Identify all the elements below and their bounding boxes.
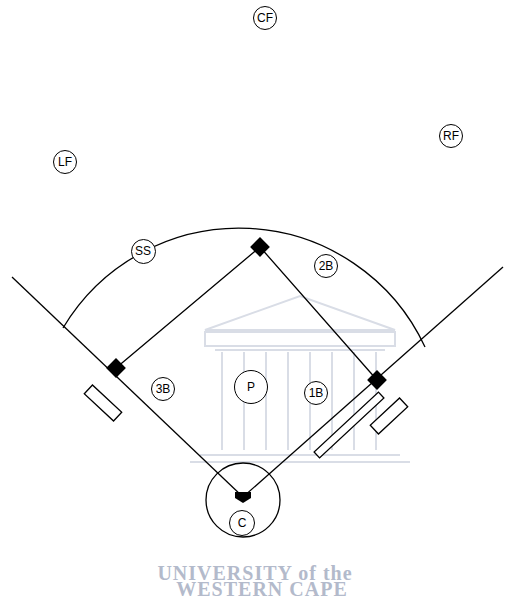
position-label: 1B	[309, 387, 324, 399]
field-lines	[12, 228, 503, 537]
position-label: CF	[257, 12, 273, 24]
watermark-text: WESTERN CAPE	[176, 578, 347, 601]
base-paths	[116, 247, 377, 380]
center-fielder-circle: CF	[253, 6, 277, 30]
coach-box	[84, 385, 121, 421]
catcher-circle: C	[229, 510, 255, 536]
right-foul-line	[243, 267, 503, 497]
third-baseman-circle: 3B	[151, 377, 175, 401]
right-fielder-circle: RF	[439, 124, 463, 148]
position-label: SS	[135, 245, 151, 257]
position-label: C	[238, 517, 247, 529]
second-baseman-circle: 2B	[314, 254, 338, 278]
position-label: LF	[58, 156, 72, 168]
first-base	[367, 370, 387, 390]
left-foul-line	[12, 277, 243, 497]
shortstop-circle: SS	[131, 239, 156, 264]
position-label: 2B	[319, 260, 334, 272]
runner-lane	[314, 392, 384, 458]
home-circle	[206, 463, 280, 537]
bases	[106, 237, 387, 503]
pitcher-circle: P	[234, 370, 268, 404]
position-label: 3B	[156, 383, 171, 395]
second-base	[250, 237, 270, 257]
watermark-building	[190, 296, 410, 462]
home-plate	[235, 492, 251, 503]
infield-arc	[63, 228, 425, 347]
position-label: RF	[443, 130, 459, 142]
left-fielder-circle: LF	[53, 150, 77, 174]
first-baseman-circle: 1B	[304, 381, 328, 405]
third-base	[106, 358, 126, 378]
position-label: P	[247, 381, 255, 393]
